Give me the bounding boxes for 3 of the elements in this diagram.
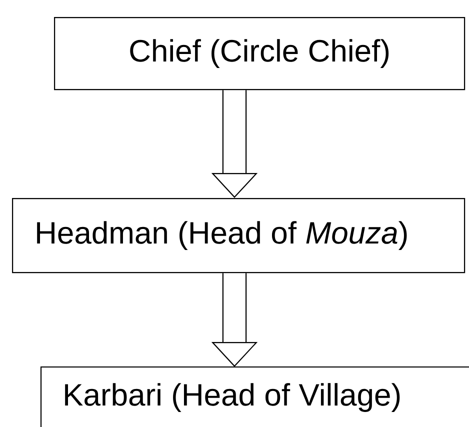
process-box: Headman (Head of Mouza) [12, 198, 466, 274]
process-box: Karbari (Head of Village) [40, 366, 469, 427]
process-box: Chief (Circle Chief) [54, 17, 466, 90]
